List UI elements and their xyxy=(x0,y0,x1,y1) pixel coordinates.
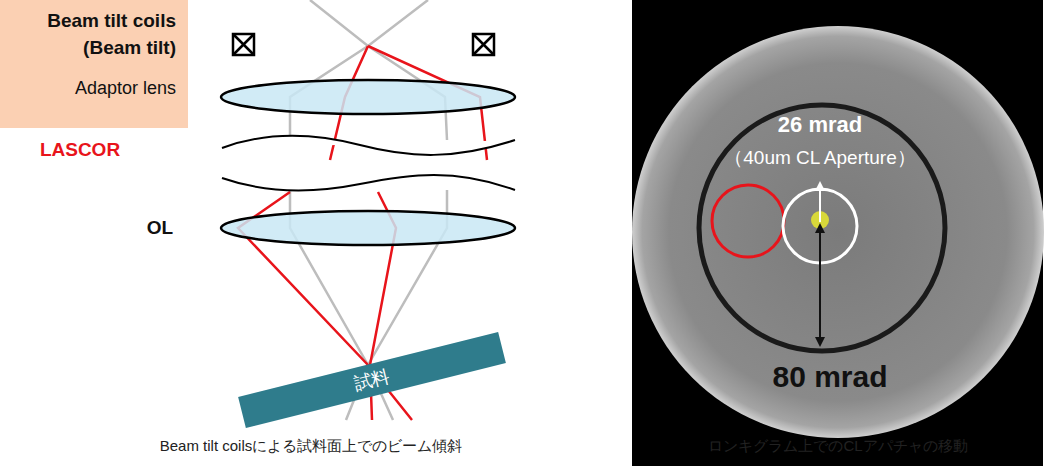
objective-lens xyxy=(221,211,515,245)
radius-arrow xyxy=(815,181,825,222)
aperture-note: （40um CL Aperture） xyxy=(724,145,916,171)
angle-value: 80 mrad xyxy=(772,360,887,394)
sample-plate: 試料 xyxy=(238,332,506,428)
shifted-aperture-circle xyxy=(712,185,784,257)
coil-symbol xyxy=(473,34,494,55)
sample-name: 試料 xyxy=(352,364,393,396)
corrector-name: LASCOR xyxy=(40,139,120,161)
figure-caption: ロンキグラム上でのCLアパチャの移動 xyxy=(708,437,967,456)
angle-value: 26 mrad xyxy=(778,112,862,138)
figure-caption: Beam tilt coilsによる試料面上でのビーム傾斜 xyxy=(160,437,463,456)
adaptor-lens xyxy=(221,80,515,114)
lens-name: OL xyxy=(147,217,173,239)
ronchigram-background xyxy=(632,0,1043,466)
coil-symbol xyxy=(233,34,254,55)
ronchigram-disc xyxy=(632,26,1044,438)
lens-name: Adaptor lens xyxy=(10,78,176,99)
outer-angle-circle xyxy=(699,105,945,351)
break-line xyxy=(222,175,515,191)
coil-name: Beam tilt coils (Beam tilt) xyxy=(10,8,176,62)
radius-arrow xyxy=(815,223,825,347)
coil-label-box: Beam tilt coils (Beam tilt) Adaptor lens xyxy=(0,0,188,128)
break-line xyxy=(222,136,515,155)
